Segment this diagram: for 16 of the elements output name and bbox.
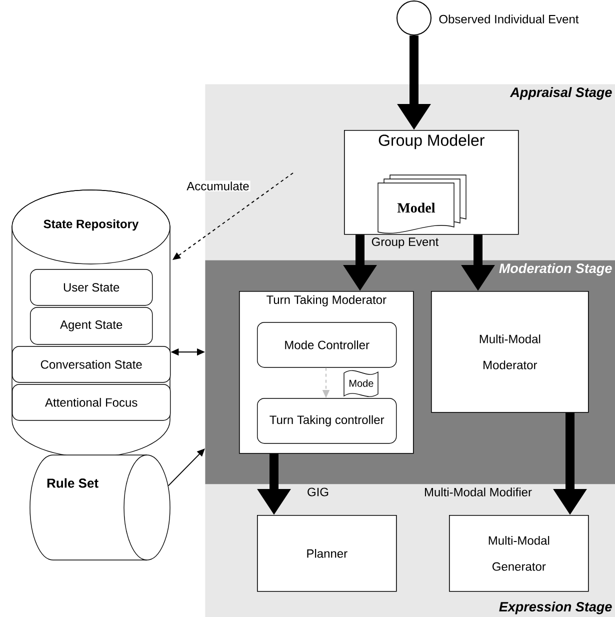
edge-label: GIG (306, 486, 330, 498)
component-box: Mode Controller (257, 322, 397, 368)
module-box: Planner (257, 515, 397, 592)
component-box: Agent State (30, 306, 153, 345)
rule-set-cylinder: Rule Set (30, 454, 170, 560)
edge-label: Group Event (370, 236, 440, 250)
component-box: User State (30, 269, 153, 306)
event-circle (396, 0, 432, 36)
edge-label: Accumulate (186, 180, 250, 192)
module-box: Multi-Modal Generator (449, 515, 589, 592)
component-box: Attentional Focus (12, 384, 171, 421)
edge-label: Multi-Modal Modifier (423, 486, 534, 498)
event-caption: Observed Individual Event (439, 14, 579, 24)
module-box: Multi-Modal Moderator (431, 291, 589, 413)
component-box: Conversation State (12, 346, 171, 383)
document-stack: Model (378, 174, 466, 234)
